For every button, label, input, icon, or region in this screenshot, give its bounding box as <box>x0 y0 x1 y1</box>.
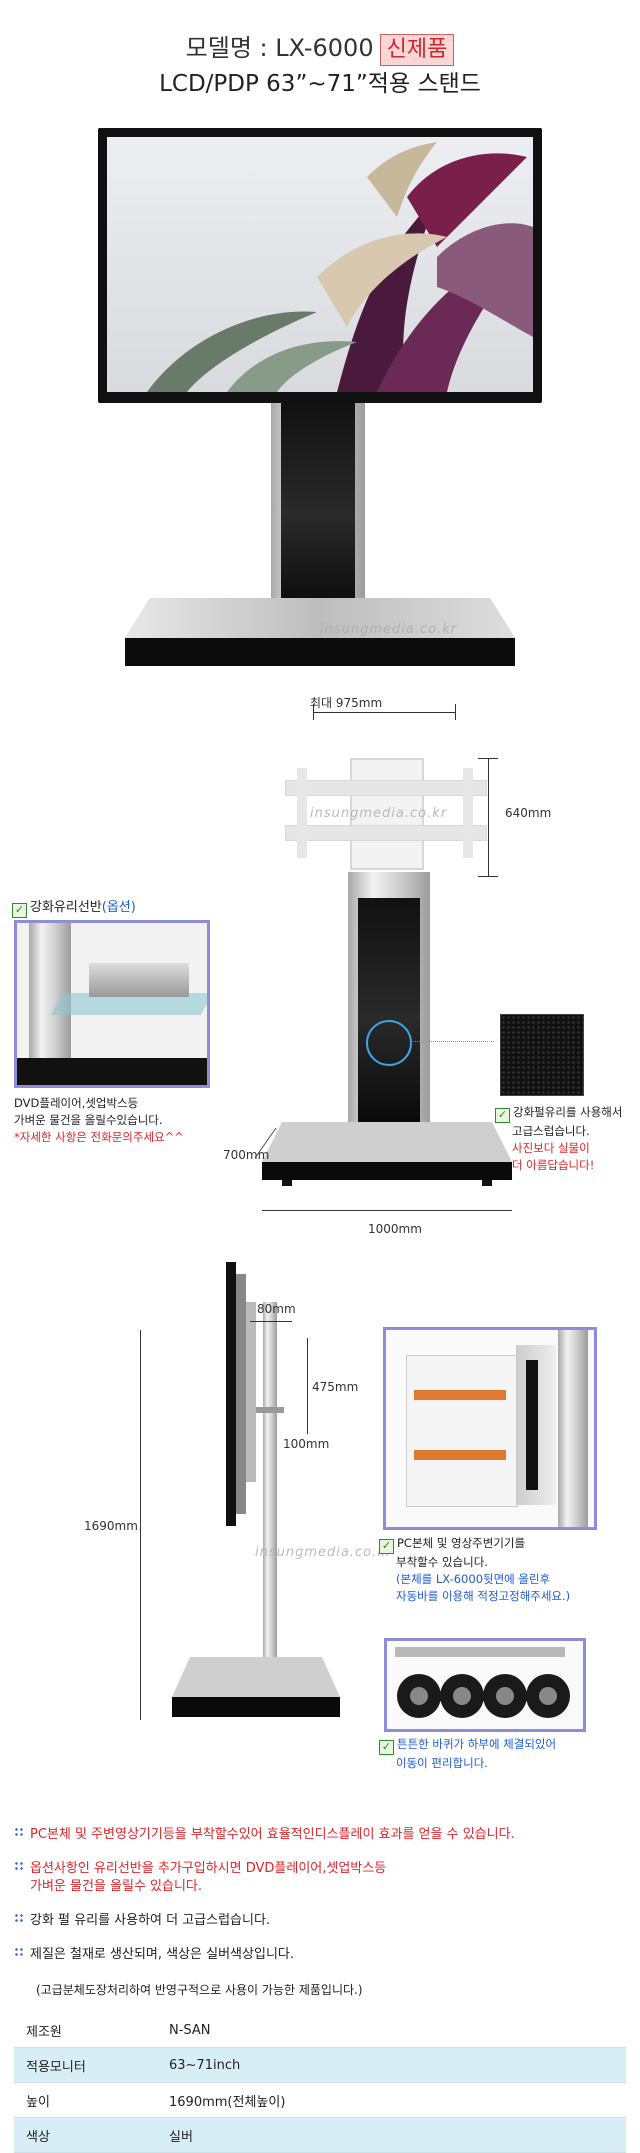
watermark-2: insungmedia.co.kr <box>310 806 448 821</box>
diagram-pillar-panel <box>358 898 420 1138</box>
dim-tick <box>455 704 456 720</box>
dim-line-width-top <box>313 712 455 713</box>
dim-line-arm-height <box>307 1338 308 1434</box>
dim-tick <box>313 704 314 720</box>
shelf-desc: DVD플레이어,셋업박스등 가벼운 물건을 올릴수있습니다. *자세한 사항은 … <box>14 1096 184 1144</box>
caster-wheels <box>395 1647 570 1718</box>
product-subtitle: LCD/PDP 63”~71”적용 스탠드 <box>159 71 481 97</box>
dim-max-width: 최대 975mm <box>310 696 383 710</box>
dim-mount-height: 640mm <box>505 806 552 820</box>
bullet-icon <box>14 1827 24 1837</box>
dim-line-offset <box>250 1321 292 1322</box>
callout-line <box>410 1041 494 1042</box>
feature-item: 옵션사항인 유리선반을 추가구입하시면 DVD플레이어,셋업박스등 <box>14 1859 386 1878</box>
shelf-photo <box>14 920 210 1088</box>
pillar-front-panel <box>281 403 355 628</box>
pc-mount-photo <box>383 1327 597 1530</box>
dim-depth: 700mm <box>223 1148 270 1162</box>
dim-line-height <box>488 758 489 876</box>
dim-offset-top: 80mm <box>257 1302 296 1316</box>
glass-highlight-circle <box>366 1020 412 1066</box>
feature-item: 제질은 철재로 생산되며, 색상은 실버색상입니다. <box>14 1945 294 1964</box>
dim-arm-depth: 100mm <box>283 1437 330 1451</box>
dim-total-height: 1690mm <box>84 1519 138 1533</box>
dim-base-width: 1000mm <box>368 1222 422 1236</box>
bullet-icon <box>14 1913 24 1923</box>
glass-note: ✓강화펄유리를 사용해서 고급스럽습니다. 사진보다 실물이 더 아름답습니다! <box>495 1104 640 1174</box>
stand-base <box>125 598 515 668</box>
wheels-photo <box>384 1638 586 1732</box>
flower-artwork <box>147 142 533 392</box>
new-product-badge: 신제품 <box>379 34 455 66</box>
diagram-base <box>262 1122 512 1194</box>
feature-item: PC본체 및 주변영상기기등을 부착할수있어 효율적인디스플레이 효과를 얻을 … <box>14 1825 515 1844</box>
feature-item: (고급분체도장처리하여 반영구적으로 사용이 가능한 제품입니다.) <box>36 1983 363 1997</box>
watermark-3: insungmedia.co.kr <box>255 1545 393 1560</box>
check-icon: ✓ <box>495 1108 510 1123</box>
pc-note: ✓PC본체 및 영상주변기기를 부착할수 있습니다. (본체를 LX-6000뒷… <box>379 1535 639 1605</box>
bullet-icon <box>14 1861 24 1871</box>
dim-line-base-width <box>262 1210 512 1211</box>
model-name: 모델명 : LX-6000 <box>185 34 374 62</box>
display-screen <box>98 128 542 403</box>
watermark-1: insungmedia.co.kr <box>320 622 458 637</box>
wheel-note: ✓튼튼한 바퀴가 하부에 체결되있어 이동이 편리합니다. <box>379 1736 629 1772</box>
feature-item: 가벼운 물건을 올릴수 있습니다. <box>30 1879 203 1894</box>
glass-texture-sample <box>500 1014 584 1096</box>
shelf-option-title: ✓강화유리선반(옵션) <box>12 896 136 918</box>
mount-bracket <box>285 750 487 875</box>
dim-arm-height: 475mm <box>312 1380 359 1394</box>
side-diagram <box>172 1262 340 1722</box>
check-icon: ✓ <box>379 1539 394 1554</box>
feature-list: PC본체 및 주변영상기기등을 부착할수있어 효율적인디스플레이 효과를 얻을 … <box>0 1815 640 1997</box>
check-icon: ✓ <box>379 1740 394 1755</box>
product-photo: insungmedia.co.kr <box>95 128 545 688</box>
bullet-icon <box>14 1947 24 1957</box>
feature-item: 강화 펄 유리를 사용하여 더 고급스럽습니다. <box>14 1911 270 1930</box>
dim-tick <box>478 876 498 877</box>
check-icon: ✓ <box>12 903 27 918</box>
dim-line-total-height <box>140 1330 141 1720</box>
